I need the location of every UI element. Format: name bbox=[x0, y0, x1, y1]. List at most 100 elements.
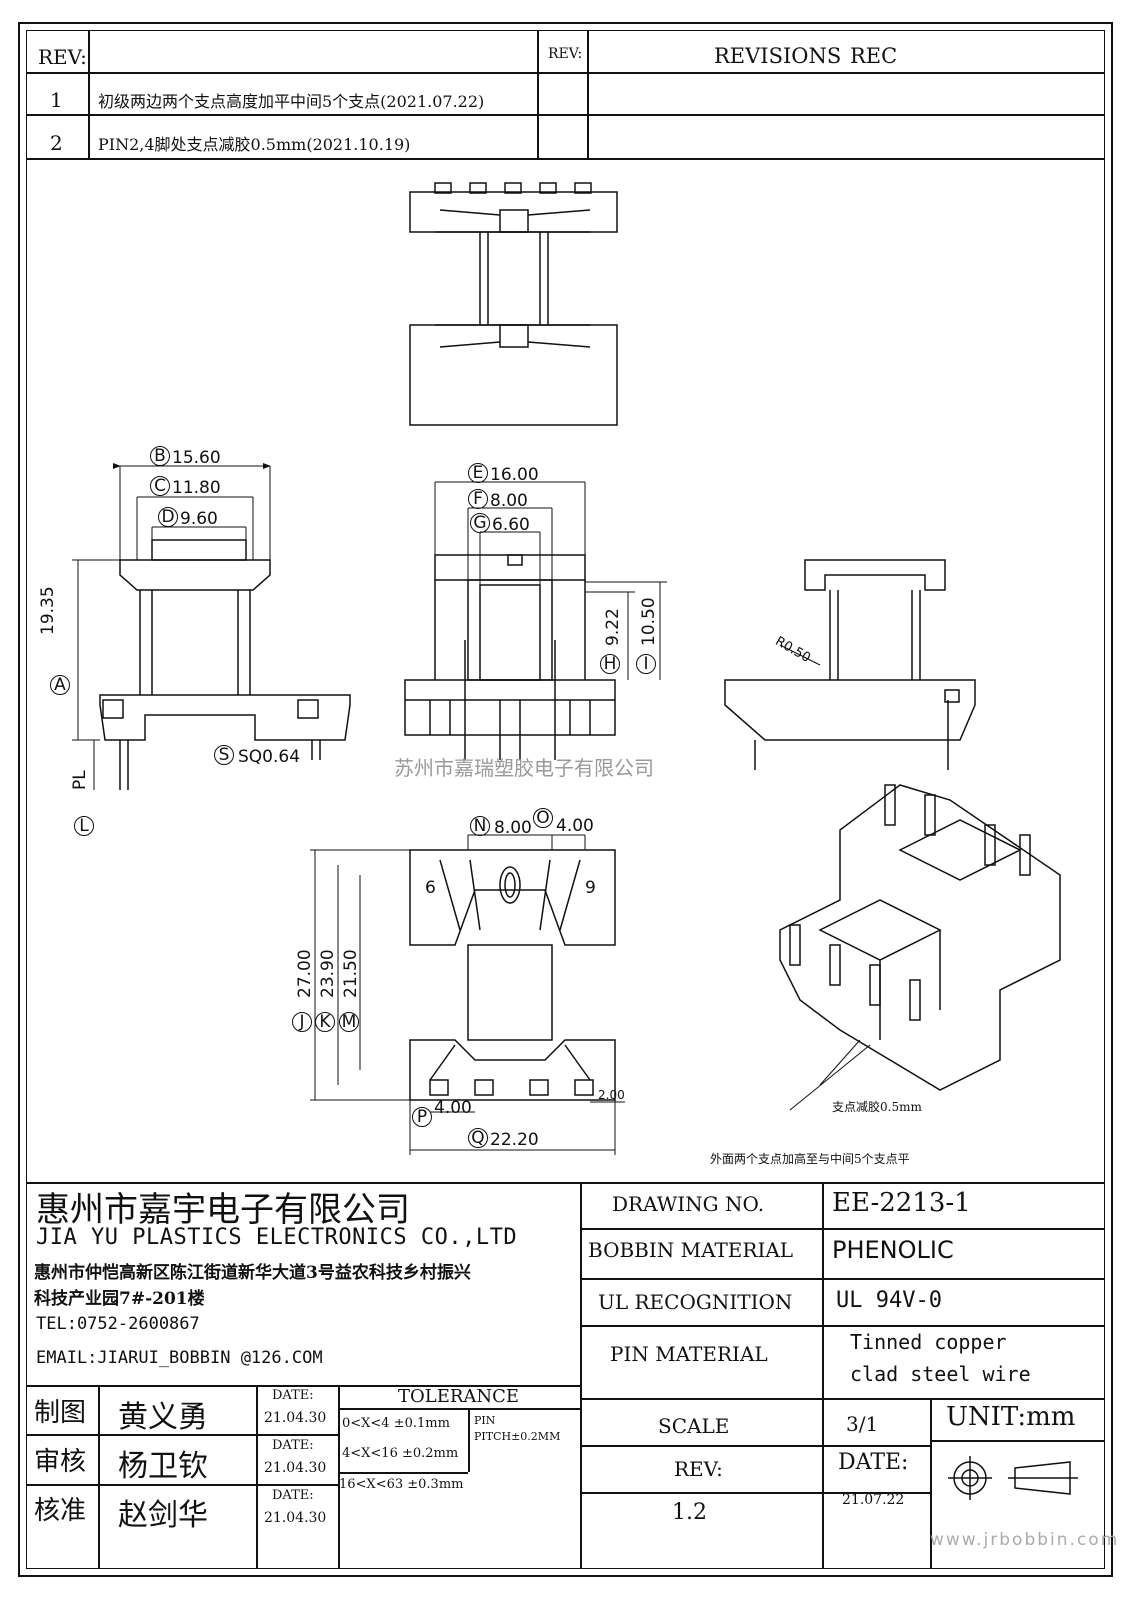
tolerance-pin-pitch: PITCH±0.2MM bbox=[474, 1430, 561, 1443]
company-name-cn: 惠州市嘉宇电子有限公司 bbox=[36, 1190, 410, 1230]
dim-h-value: 9.22 bbox=[603, 608, 623, 646]
dim-letter-q: Q bbox=[468, 1128, 488, 1148]
top-view bbox=[409, 182, 618, 426]
signoff-date-3: 21.04.30 bbox=[264, 1510, 327, 1526]
bobbin-material: PHENOLIC bbox=[832, 1236, 954, 1264]
company-name-en: JIA YU PLASTICS ELECTRONICS CO.,LTD bbox=[36, 1225, 518, 1250]
pin-label-left: 6 bbox=[425, 878, 436, 898]
dim-letter-c: C bbox=[150, 476, 170, 496]
dim-letter-o: O bbox=[533, 808, 553, 828]
unit-label: UNIT:mm bbox=[946, 1402, 1076, 1432]
signoff-date-label-2: DATE: bbox=[272, 1438, 314, 1453]
website-watermark: www.jrbobbin.com bbox=[930, 1530, 1120, 1550]
dim-k-value: 23.90 bbox=[318, 949, 338, 998]
signoff-name-1: 黄义勇 bbox=[118, 1400, 208, 1435]
rev-label: REV: bbox=[674, 1457, 723, 1481]
rev-header: REV: bbox=[38, 45, 87, 69]
side-view-right bbox=[724, 559, 976, 770]
dim-letter-b: B bbox=[150, 446, 170, 466]
inner-frame bbox=[26, 30, 1105, 1569]
drawing-no-label: DRAWING NO. bbox=[612, 1192, 765, 1216]
scale-label: SCALE bbox=[658, 1414, 730, 1438]
dim-j-value: 27.00 bbox=[295, 949, 315, 998]
dim-letter-a: A bbox=[50, 675, 70, 695]
note-support-raise: 外面两个支点加高至与中间5个支点平 bbox=[710, 1152, 910, 1166]
bobbin-material-label: BOBBIN MATERIAL bbox=[588, 1238, 794, 1262]
pin-material-line-1: Tinned copper bbox=[850, 1330, 1007, 1354]
signoff-role-1: 制图 bbox=[34, 1398, 87, 1428]
signoff-date-2: 21.04.30 bbox=[264, 1460, 327, 1476]
front-view bbox=[404, 554, 616, 760]
dim-i-value: 10.50 bbox=[639, 597, 659, 646]
tolerance-title: TOLERANCE bbox=[398, 1386, 520, 1407]
rev-value: 1.2 bbox=[672, 1500, 707, 1525]
signoff-name-3: 赵剑华 bbox=[118, 1498, 208, 1533]
dim-b-value: 15.60 bbox=[172, 448, 221, 468]
dim-letter-k: K bbox=[315, 1012, 335, 1032]
rev-row-2-text: PIN2,4脚处支点减胶0.5mm(2021.10.19) bbox=[98, 135, 411, 154]
dim-n-value: 8.00 bbox=[494, 818, 532, 838]
dim-letter-e: E bbox=[468, 463, 488, 483]
tolerance-pin-label: PIN bbox=[474, 1414, 496, 1427]
dim-letter-d: D bbox=[158, 507, 178, 527]
bottom-view bbox=[409, 849, 616, 1101]
dim-letter-i: I bbox=[636, 654, 656, 674]
dim-a-value: 19.35 bbox=[38, 586, 58, 635]
dim-m-value: 21.50 bbox=[341, 949, 361, 998]
dim-letter-f: F bbox=[468, 489, 488, 509]
dim-q-value: 22.20 bbox=[490, 1130, 539, 1150]
company-email: EMAIL:JIARUI_BOBBIN @126.COM bbox=[36, 1348, 323, 1368]
dim-letter-j: J bbox=[292, 1012, 312, 1032]
company-address-2: 科技产业园7#-201楼 bbox=[34, 1289, 205, 1309]
dim-o-value: 4.00 bbox=[556, 816, 594, 836]
signoff-role-2: 审核 bbox=[34, 1447, 87, 1477]
ul-label: UL RECOGNITION bbox=[598, 1290, 793, 1314]
note-support-reduce: 支点减胶0.5mm bbox=[832, 1100, 922, 1114]
revisions-header: REVISIONS bbox=[714, 44, 842, 68]
date-label: DATE: bbox=[838, 1450, 909, 1475]
pin-material-line-2: clad steel wire bbox=[850, 1362, 1031, 1386]
rev-row-2-num: 2 bbox=[50, 131, 63, 155]
dim-letter-s: S bbox=[214, 745, 234, 765]
dim-d-value: 9.60 bbox=[180, 509, 218, 529]
rev-row-1-text: 初级两边两个支点高度加平中间5个支点(2021.07.22) bbox=[98, 92, 485, 111]
rec-header: REC bbox=[850, 44, 898, 68]
dim-f-value: 8.00 bbox=[490, 491, 528, 511]
rev-header-2: REV: bbox=[548, 46, 583, 62]
outer-frame bbox=[18, 22, 1113, 1577]
dim-side-value: 2.00 bbox=[598, 1088, 625, 1102]
tolerance-row-1: 0<X<4 ±0.1mm bbox=[342, 1416, 450, 1431]
watermark-text: 苏州市嘉瑞塑胶电子有限公司 bbox=[394, 756, 654, 780]
pin-material-label: PIN MATERIAL bbox=[610, 1342, 768, 1366]
dim-s-value: SQ0.64 bbox=[238, 747, 301, 767]
dim-l-value: PL bbox=[70, 770, 90, 790]
drawing-no: EE-2213-1 bbox=[832, 1188, 971, 1218]
date-value: 21.07.22 bbox=[842, 1492, 905, 1508]
signoff-name-2: 杨卫钦 bbox=[118, 1449, 208, 1484]
signoff-date-1: 21.04.30 bbox=[264, 1410, 327, 1426]
scale-value: 3/1 bbox=[846, 1412, 879, 1436]
signoff-date-label-1: DATE: bbox=[272, 1388, 314, 1403]
isometric-view bbox=[779, 784, 1061, 1091]
ul-value: UL 94V-0 bbox=[836, 1288, 942, 1313]
dim-letter-n: N bbox=[470, 816, 490, 836]
signoff-date-label-3: DATE: bbox=[272, 1488, 314, 1503]
dim-letter-m: M bbox=[339, 1012, 359, 1032]
company-address-1: 惠州市仲恺高新区陈江街道新华大道3号益农科技乡村振兴 bbox=[34, 1263, 471, 1283]
rev-row-1-num: 1 bbox=[50, 88, 63, 112]
dim-p-value: 4.00 bbox=[434, 1098, 472, 1118]
dim-letter-h: H bbox=[600, 654, 620, 674]
dim-letter-g: G bbox=[470, 513, 490, 533]
dim-c-value: 11.80 bbox=[172, 478, 221, 498]
company-tel: TEL:0752-2600867 bbox=[36, 1314, 200, 1334]
dim-e-value: 16.00 bbox=[490, 465, 539, 485]
dim-letter-l: L bbox=[74, 816, 94, 836]
dim-letter-p: P bbox=[412, 1107, 432, 1127]
pin-label-right: 9 bbox=[585, 878, 596, 898]
side-view-left bbox=[99, 539, 351, 790]
signoff-role-3: 核准 bbox=[34, 1496, 87, 1526]
dim-g-value: 6.60 bbox=[492, 515, 530, 535]
dimension-lines bbox=[72, 463, 871, 1155]
tolerance-row-3: 16<X<63 ±0.3mm bbox=[339, 1477, 464, 1492]
